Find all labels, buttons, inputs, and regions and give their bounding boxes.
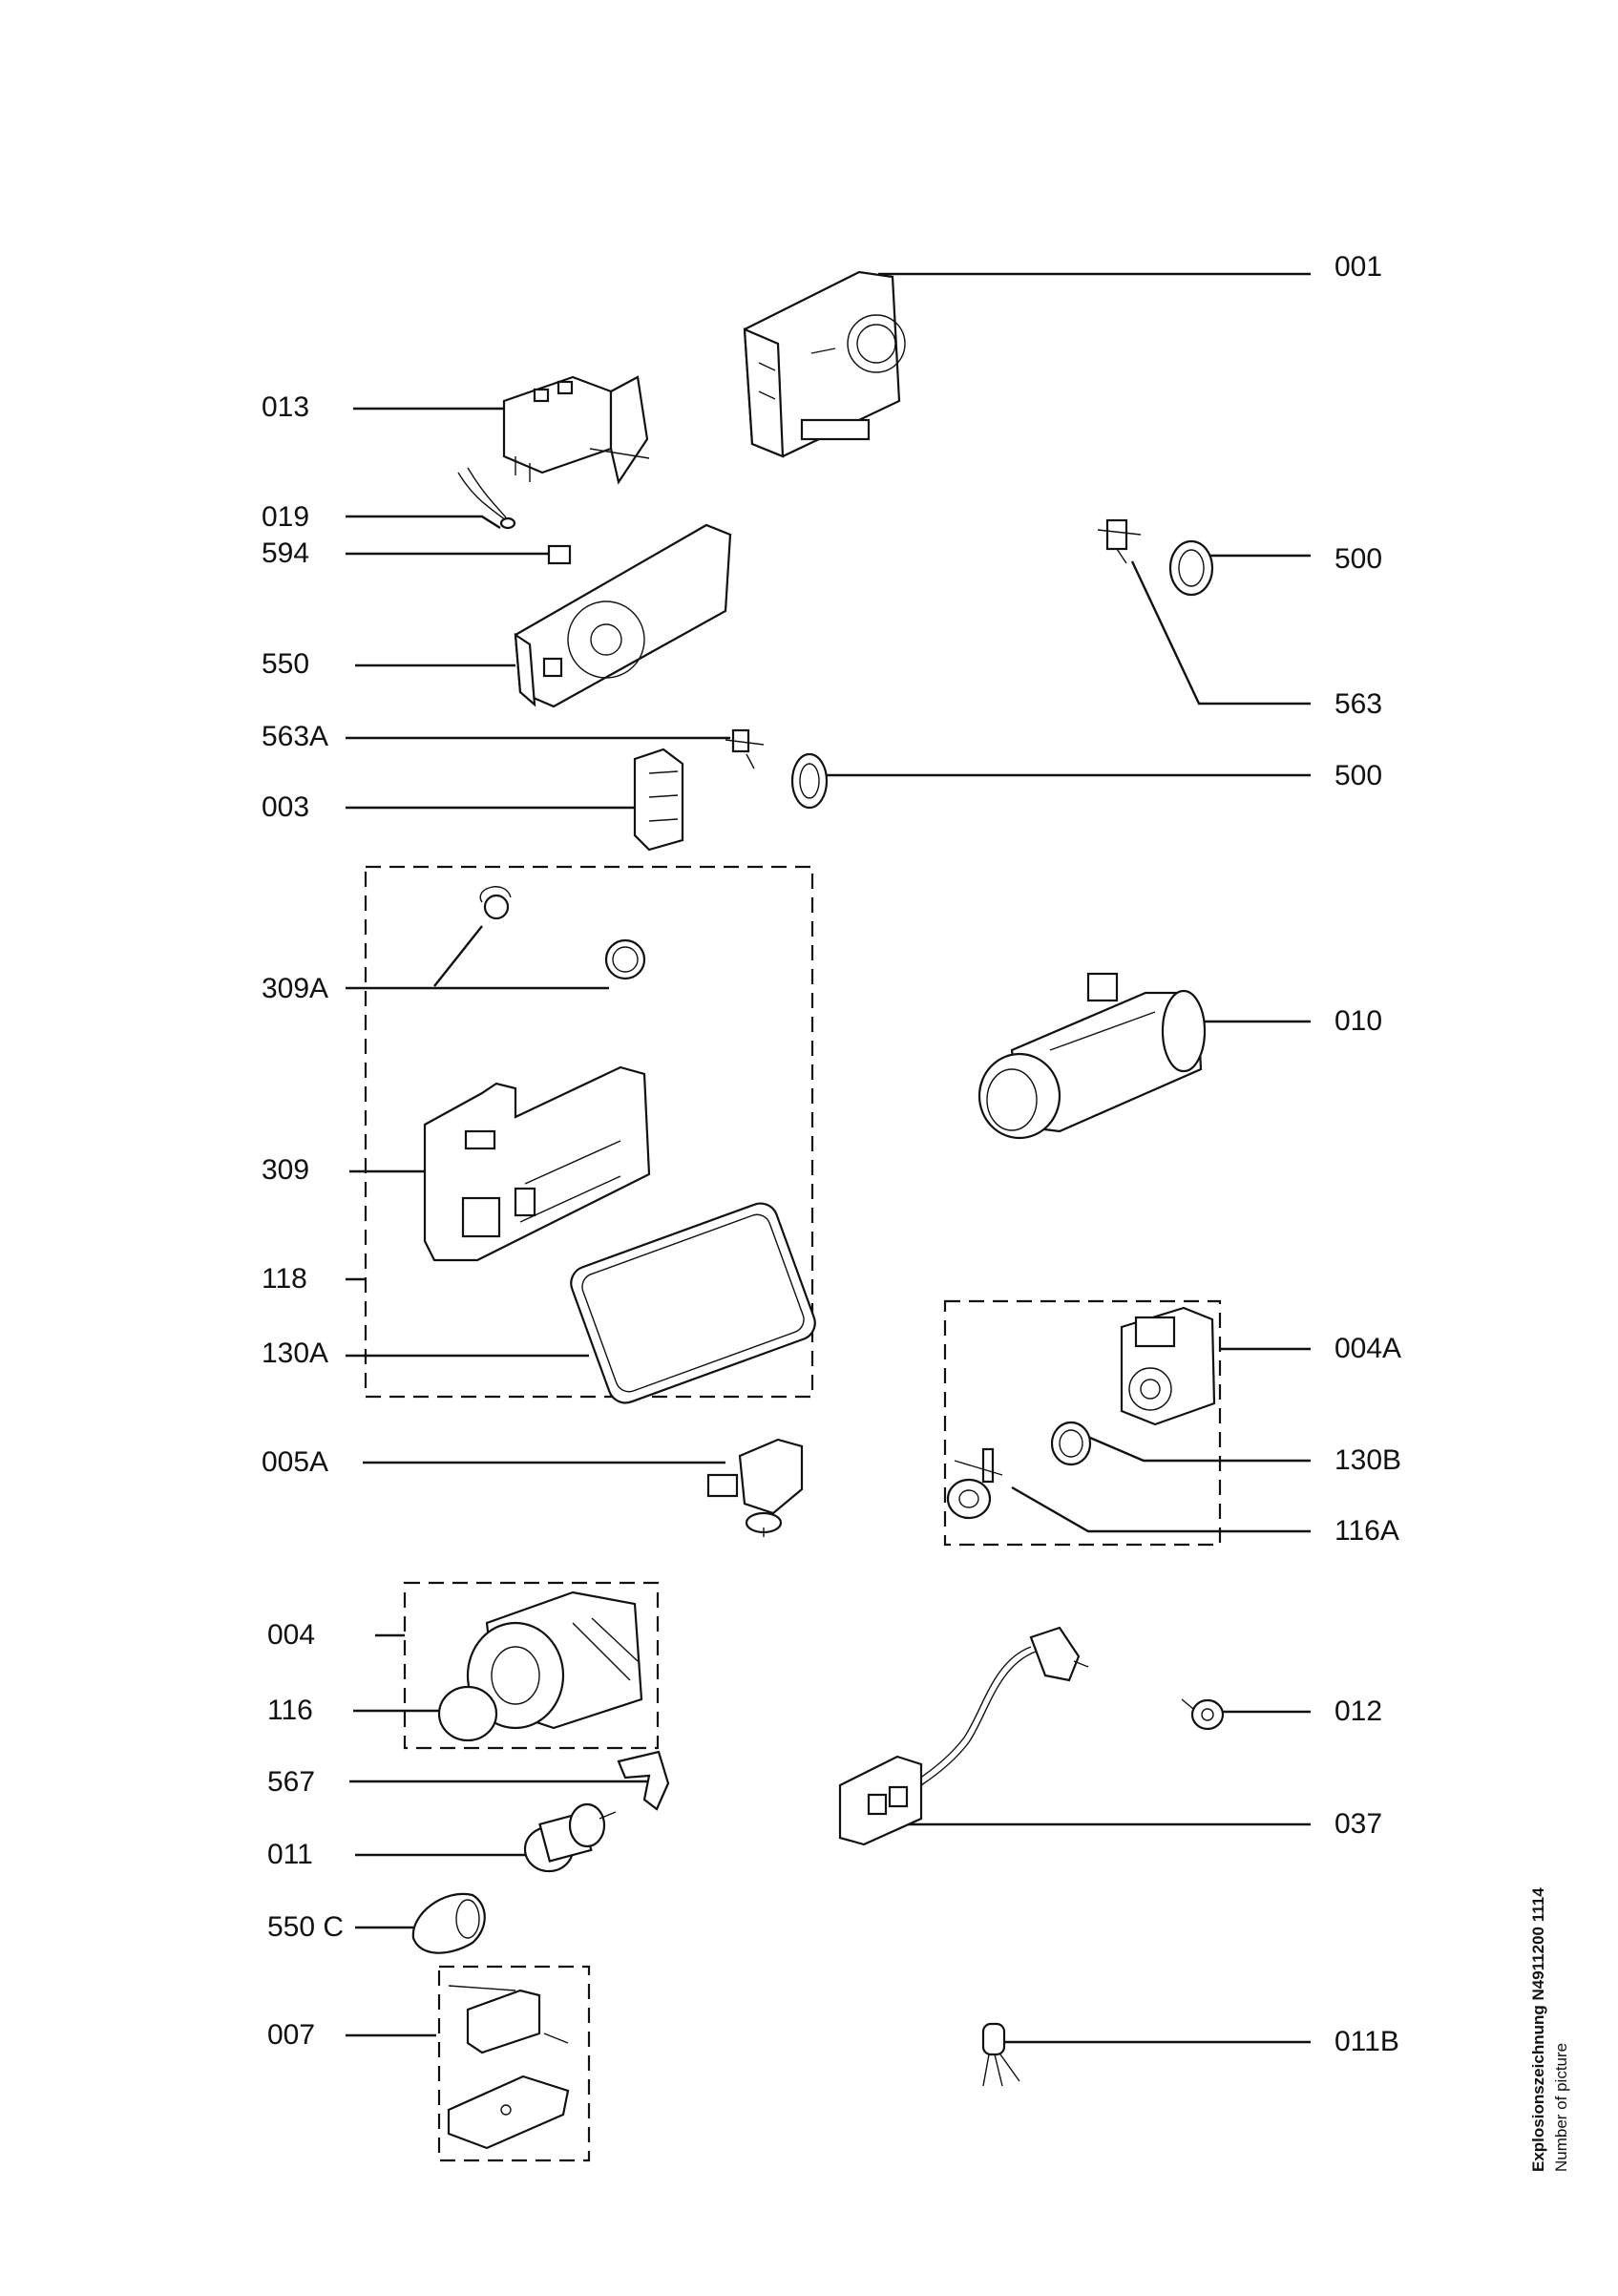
label-004A: 004A — [1334, 1333, 1402, 1364]
group-box-007 — [437, 1965, 591, 2162]
ring-part-130B — [1050, 1421, 1092, 1466]
label-116A: 116A — [1334, 1515, 1399, 1547]
circulation-pump-part-004 — [437, 1590, 643, 1742]
label-116: 116 — [267, 1695, 313, 1726]
label-567: 567 — [267, 1766, 316, 1798]
label-500-lower: 500 — [1334, 760, 1383, 791]
ring-part-500-lower — [790, 752, 829, 810]
impeller-part-116A — [946, 1447, 1003, 1520]
capacitor-part-011B — [981, 2022, 1020, 2087]
motor-part-011 — [523, 1802, 617, 1873]
label-012: 012 — [1334, 1696, 1383, 1727]
knob-part-550C — [411, 1892, 486, 1954]
heater-part-010 — [977, 972, 1207, 1140]
caption-title: Explosionszeichnung N4911200 1114 — [1529, 1887, 1547, 2172]
label-019: 019 — [262, 501, 310, 533]
label-004: 004 — [267, 1619, 316, 1651]
ring-part-309A — [604, 938, 646, 980]
label-550: 550 — [262, 648, 310, 680]
group-boxes — [364, 865, 1222, 2162]
group-box-004 — [403, 1581, 660, 1750]
label-130A: 130A — [262, 1338, 329, 1369]
caption-subtitle: Number of picture — [1552, 2042, 1570, 2172]
label-563: 563 — [1334, 688, 1383, 720]
mains-cable-part-037 — [838, 1626, 1089, 1846]
lamp-holder-part-563A — [725, 728, 765, 769]
timer-part-001 — [743, 270, 906, 458]
label-594: 594 — [262, 537, 310, 569]
label-118: 118 — [262, 1263, 307, 1295]
door-lock-part-007 — [447, 1985, 570, 2150]
label-003: 003 — [262, 791, 310, 823]
group-box-004A — [943, 1299, 1222, 1547]
ring-part-500-upper — [1168, 539, 1214, 597]
switch-part-013 — [502, 375, 650, 485]
picture-number-caption: Explosionszeichnung N4911200 1114 Number… — [1527, 1771, 1594, 2172]
clip-part-594 — [547, 544, 572, 565]
dispenser-part-309 — [423, 1065, 651, 1262]
valve-part-005A — [706, 1438, 804, 1537]
sensor-wire-part-019 — [457, 467, 516, 530]
label-013: 013 — [262, 391, 310, 423]
label-011: 011 — [267, 1839, 313, 1870]
label-563A: 563A — [262, 721, 329, 752]
gasket-part-130A — [570, 1202, 816, 1404]
label-005A: 005A — [262, 1446, 329, 1478]
label-011B: 011B — [1334, 2026, 1399, 2057]
panel-part-550 — [514, 523, 732, 708]
clip-part-567 — [617, 1750, 670, 1811]
fitting-part-012 — [1181, 1698, 1225, 1731]
label-037: 037 — [1334, 1808, 1383, 1840]
bracket-part-003 — [633, 748, 684, 852]
label-001: 001 — [1334, 251, 1383, 283]
label-010: 010 — [1334, 1005, 1383, 1037]
label-550C: 550 C — [267, 1911, 345, 1943]
lamp-holder-part-563 — [1097, 518, 1142, 564]
clip-part-309A — [479, 886, 512, 920]
label-500-upper: 500 — [1334, 543, 1383, 575]
pump-motor-part-004A — [1120, 1306, 1216, 1426]
label-309: 309 — [262, 1154, 310, 1186]
label-130B: 130B — [1334, 1444, 1402, 1476]
label-309A: 309A — [262, 973, 329, 1004]
group-box-309 — [364, 865, 814, 1399]
label-007: 007 — [267, 2019, 316, 2051]
